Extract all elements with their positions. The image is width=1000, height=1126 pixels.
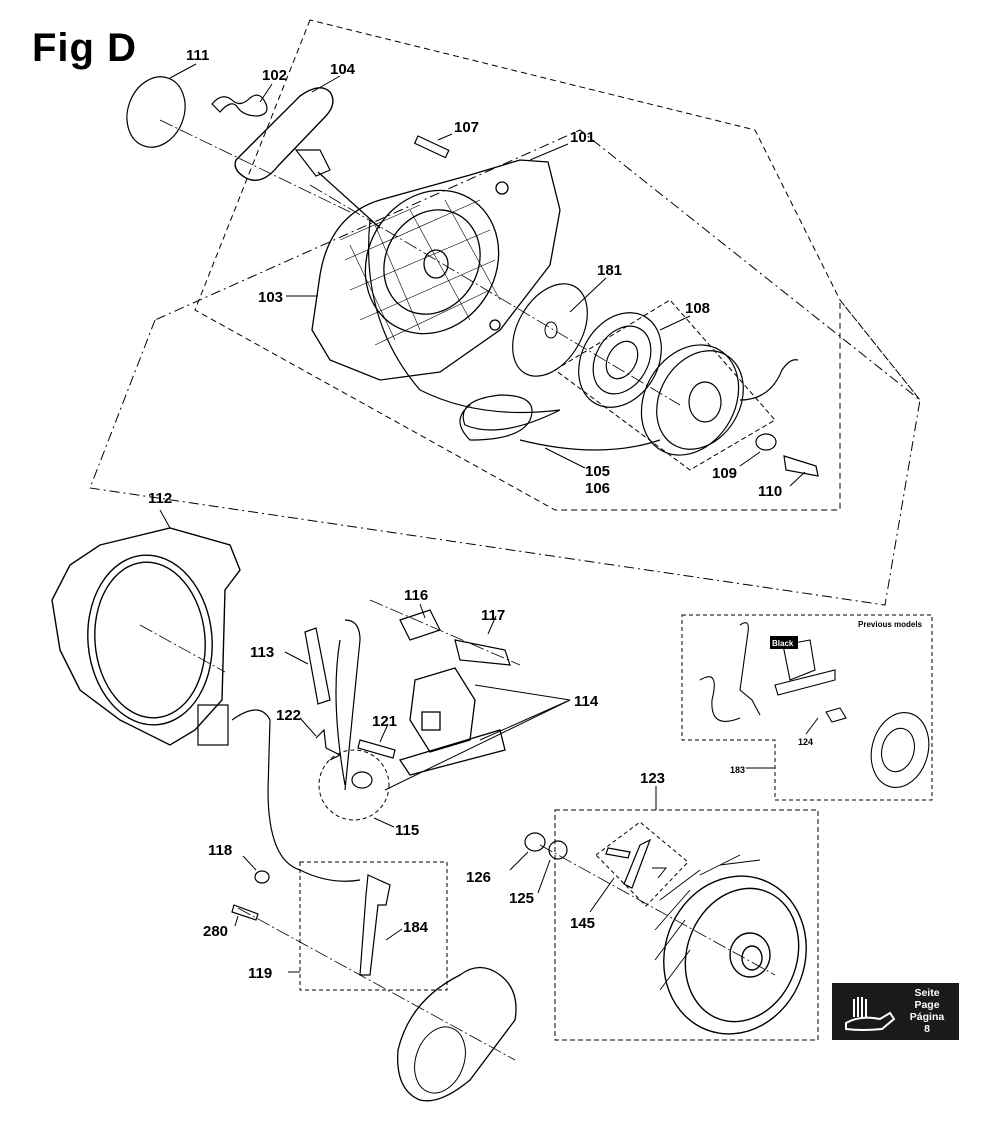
badge-line-pagina: Página bbox=[909, 1011, 945, 1023]
callout-115: 115 bbox=[395, 822, 419, 839]
callout-113: 113 bbox=[250, 644, 274, 661]
badge-line-seite: Seite bbox=[914, 987, 940, 999]
inset-previous-models bbox=[699, 622, 930, 788]
part-116-spark-plug-cap bbox=[399, 609, 441, 641]
part-105-starter-rope bbox=[367, 219, 661, 451]
page-reference-badge[interactable]: Seite Page Página 8 bbox=[832, 983, 959, 1040]
part-110-screw bbox=[783, 455, 819, 477]
part-104-handle bbox=[234, 87, 334, 181]
part-145-key bbox=[605, 847, 631, 859]
part-114-ignition-module bbox=[398, 667, 506, 776]
switch-cable bbox=[231, 709, 361, 882]
part-117-spark-plug bbox=[454, 639, 511, 666]
badge-page-number: 8 bbox=[924, 1023, 930, 1035]
group-outline-ignition-inset bbox=[681, 614, 933, 801]
part-280-screw bbox=[231, 904, 259, 921]
part-122-clip bbox=[315, 728, 342, 761]
callout-125: 125 bbox=[509, 890, 534, 907]
callout-145: 145 bbox=[570, 915, 595, 932]
callout-117: 117 bbox=[481, 607, 505, 624]
part-115-bushing bbox=[351, 771, 373, 789]
callout-114: 114 bbox=[574, 693, 599, 710]
callout-183: 183 bbox=[730, 765, 745, 775]
part-184-contact-spring bbox=[359, 874, 391, 976]
group-outline-bushing bbox=[318, 749, 390, 821]
badge-line-page: Page bbox=[914, 999, 940, 1011]
callout-124: 124 bbox=[798, 737, 813, 747]
callout-102: 102 bbox=[262, 67, 287, 84]
callout-280: 280 bbox=[203, 923, 228, 940]
part-181-disc bbox=[512, 283, 588, 377]
callout-108: 108 bbox=[685, 300, 710, 317]
ignition-wire bbox=[335, 619, 361, 791]
group-outline-starter-housing bbox=[194, 19, 921, 511]
part-113-tube bbox=[304, 627, 331, 705]
callout-116: 116 bbox=[404, 587, 428, 604]
leader-lines bbox=[159, 63, 819, 973]
callout-126: 126 bbox=[466, 869, 491, 886]
callout-122: 122 bbox=[276, 707, 301, 724]
callout-104: 104 bbox=[330, 61, 356, 78]
part-101-starter-housing bbox=[311, 159, 561, 381]
part-107-screw bbox=[413, 135, 450, 159]
part-112-fan-cover bbox=[51, 527, 241, 746]
wire-label-box bbox=[770, 636, 798, 649]
callout-118: 118 bbox=[208, 842, 232, 859]
part-108-spring-pulley bbox=[578, 312, 799, 456]
callout-121: 121 bbox=[372, 713, 397, 730]
inset-heading: Previous models bbox=[858, 620, 923, 629]
callout-107: 107 bbox=[454, 119, 479, 136]
callout-181: 181 bbox=[597, 262, 622, 279]
group-outline-flywheel bbox=[554, 809, 819, 1041]
callout-119: 119 bbox=[248, 965, 272, 982]
part-126-nut bbox=[524, 832, 546, 852]
figure-title: Fig D bbox=[32, 26, 137, 70]
group-outline-switch bbox=[299, 861, 448, 991]
part-109-washer bbox=[755, 433, 777, 451]
callout-111: 111 bbox=[186, 47, 209, 64]
crankcase-fragment bbox=[397, 966, 517, 1102]
group-outline-rewind bbox=[89, 129, 921, 606]
callout-123: 123 bbox=[640, 770, 665, 787]
wire-color-label: Black bbox=[772, 639, 794, 648]
callout-110: 110 bbox=[758, 483, 782, 500]
callout-101: 101 bbox=[570, 129, 595, 146]
part-111-ring bbox=[126, 76, 186, 148]
center-lines bbox=[139, 119, 776, 1061]
part-125-washer bbox=[548, 840, 568, 860]
group-outline-key bbox=[595, 821, 689, 907]
part-118-nut bbox=[254, 870, 270, 884]
callout-103: 103 bbox=[258, 289, 283, 306]
callout-184: 184 bbox=[403, 919, 429, 936]
part-102-rope-knot bbox=[211, 94, 268, 117]
part-123-flywheel bbox=[654, 854, 807, 1035]
part-121-screw bbox=[357, 739, 396, 759]
hand-book-icon bbox=[845, 997, 896, 1031]
callout-106: 106 bbox=[585, 480, 610, 497]
callout-105: 105 bbox=[585, 463, 610, 480]
callout-109: 109 bbox=[712, 465, 737, 482]
switch-body bbox=[197, 704, 229, 746]
callout-112: 112 bbox=[148, 490, 172, 507]
group-outline-pulley bbox=[554, 299, 776, 471]
